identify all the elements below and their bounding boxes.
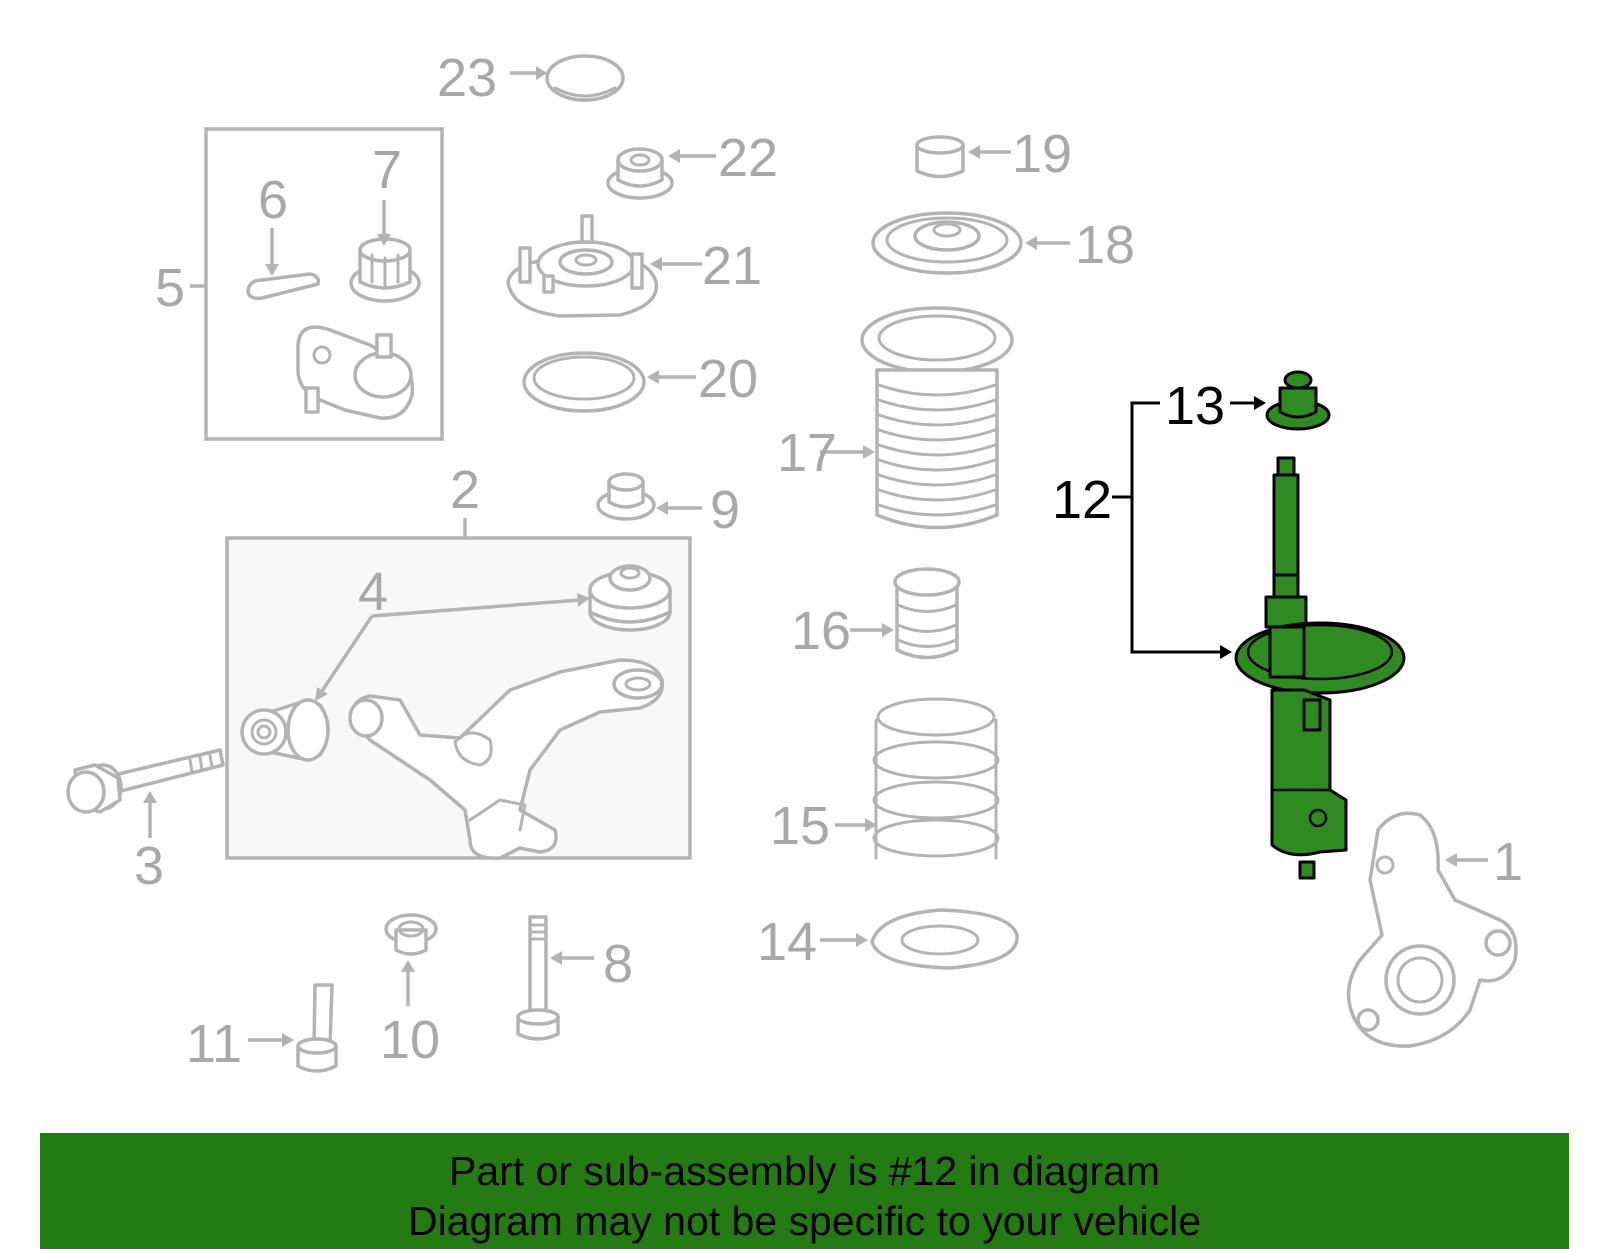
callout-15: 15 [770,796,830,856]
part-13-nut[interactable] [1265,370,1331,431]
part-15-coil-spring[interactable] [872,697,1000,860]
part-17-dust-boot[interactable] [860,306,1014,530]
part-11-bolt[interactable] [296,983,338,1073]
callout-1: 1 [1493,832,1523,892]
callout-6: 6 [258,170,288,230]
callout-23: 23 [437,48,497,108]
callout-22: 22 [718,128,778,188]
footer-line-1: Part or sub-assembly is #12 in diagram [449,1148,1160,1194]
part-21-strut-mount[interactable] [506,214,659,318]
callout-11: 11 [186,1014,242,1074]
part-19-stopper[interactable] [915,135,965,179]
callout-14: 14 [757,912,817,972]
part-4-bushing-upper[interactable] [588,564,672,632]
part-10-nut[interactable] [384,913,438,956]
highlight-leader-lines [1112,396,1266,659]
part-12-strut-assembly[interactable] [1234,456,1406,880]
part-1-steering-knuckle[interactable] [1346,811,1518,1048]
part-3-bolt[interactable] [66,748,225,814]
callout-21: 21 [702,236,762,296]
callout-3: 3 [134,836,164,896]
part-2-lower-control-arm[interactable] [348,658,665,860]
part-6-cotter-pin[interactable] [246,272,321,301]
callout-2: 2 [450,460,480,520]
part-7-castle-nut[interactable] [349,237,421,303]
callout-19: 19 [1012,124,1072,184]
part-20-insulator[interactable] [522,351,646,413]
callout-16: 16 [791,601,851,661]
callout-8: 8 [603,934,633,994]
part-22-nut[interactable] [606,147,674,200]
part-4-bushing-lower[interactable] [240,698,330,762]
callout-4: 4 [358,562,388,622]
part-14-lower-insulator[interactable] [870,908,1019,970]
callout-13: 13 [1165,376,1225,436]
part-8-bolt[interactable] [516,915,560,1041]
parts-diagram: 23 22 19 18 21 20 17 9 16 15 14 1 5 6 7 … [66,48,1523,1074]
callout-20: 20 [698,349,758,409]
callout-18: 18 [1075,215,1135,275]
part-23-cap[interactable] [545,54,625,102]
part-5-ball-joint[interactable] [296,325,415,420]
part-9-nut[interactable] [596,472,656,521]
callout-17: 17 [777,423,837,483]
part-16-bump-stopper[interactable] [893,567,961,660]
callout-7: 7 [372,140,402,200]
callout-5: 5 [155,258,185,318]
part-18-spring-seat[interactable] [871,211,1023,275]
callout-10: 10 [380,1010,440,1070]
footer-line-2: Diagram may not be specific to your vehi… [407,1198,1201,1244]
leader-lines [143,66,1488,1047]
footer-banner: Part or sub-assembly is #12 in diagram D… [40,1133,1569,1249]
callout-9: 9 [710,480,740,540]
callout-12: 12 [1052,470,1112,530]
